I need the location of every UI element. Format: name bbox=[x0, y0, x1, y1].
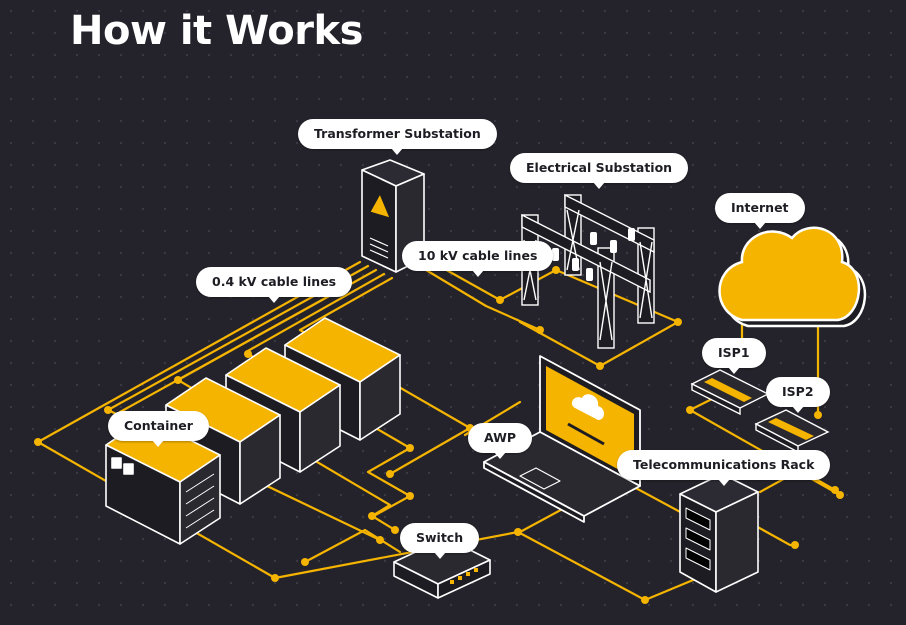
cloud-icon bbox=[718, 226, 866, 328]
label-isp1: ISP1 bbox=[702, 338, 766, 374]
label-telecommunications-rack: Telecommunications Rack bbox=[617, 450, 831, 486]
label-transformer-substation: Transformer Substation bbox=[298, 119, 497, 155]
label-10kv-cable-lines: 10 kV cable lines bbox=[402, 241, 554, 277]
electrical-substation-icon bbox=[521, 193, 655, 349]
server-rack-icon bbox=[679, 473, 759, 593]
laptop-icon bbox=[483, 355, 641, 523]
label-electrical-substation: Electrical Substation bbox=[510, 153, 689, 189]
label-awp: AWP bbox=[468, 423, 533, 459]
isp-router-icon bbox=[690, 369, 770, 416]
label-internet: Internet bbox=[715, 193, 805, 229]
label-switch: Switch bbox=[400, 523, 480, 559]
isp-router-icon bbox=[754, 409, 830, 454]
label-isp2: ISP2 bbox=[766, 377, 830, 413]
page-title: How it Works bbox=[70, 8, 363, 54]
label-container: Container bbox=[108, 411, 209, 447]
label-04kv-cable-lines: 0.4 kV cable lines bbox=[196, 267, 353, 303]
